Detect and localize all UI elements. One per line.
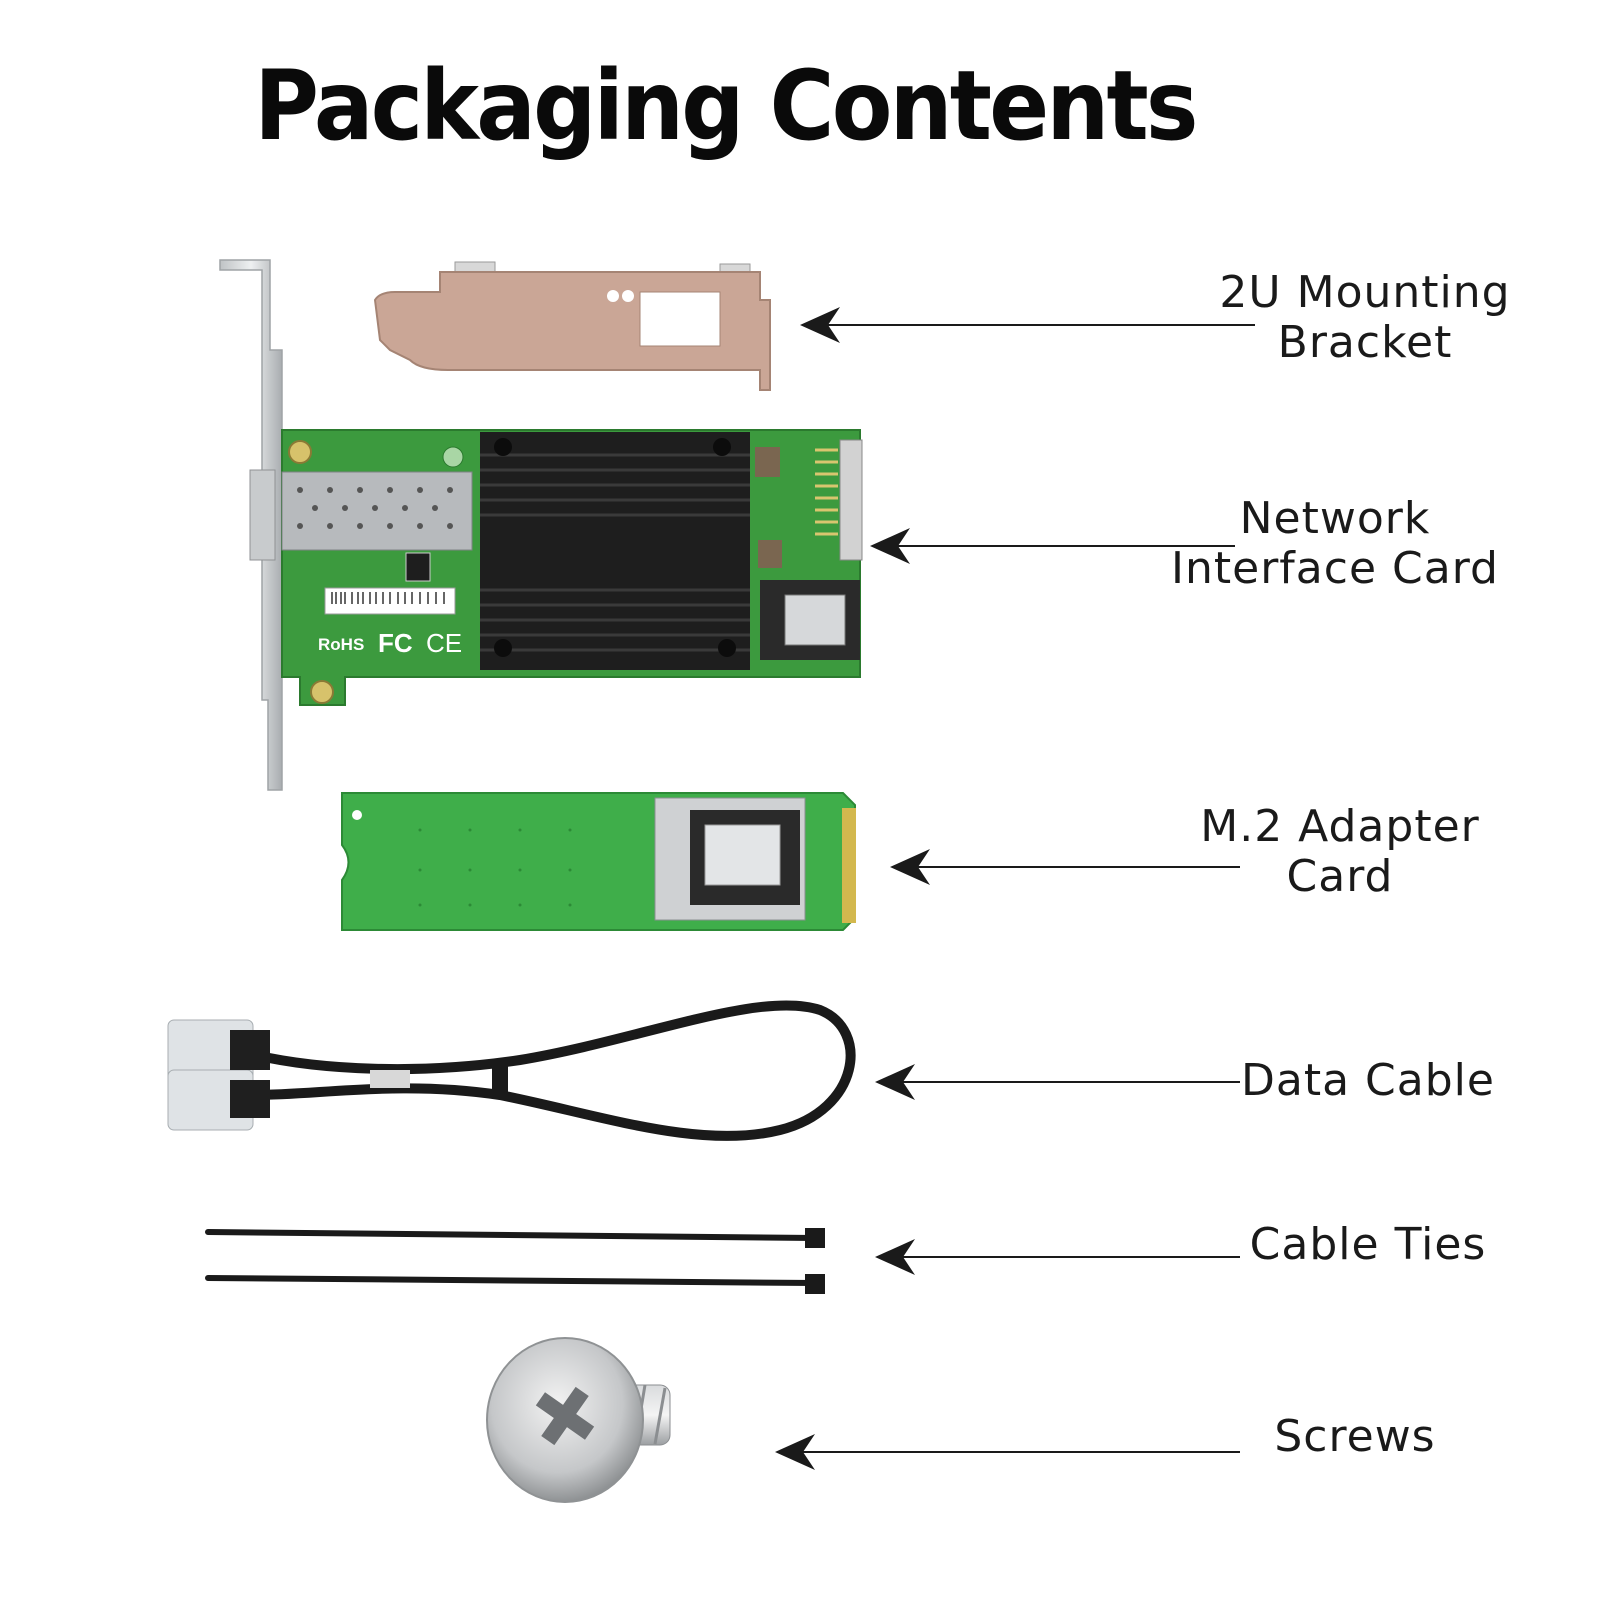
- arrow-screws: [775, 1434, 1240, 1470]
- fc-mark: FC: [378, 628, 413, 658]
- label-screws: Screws: [1274, 1411, 1436, 1462]
- label-cable-ties: Cable Ties: [1249, 1219, 1487, 1270]
- screw-icon: [486, 1337, 671, 1503]
- arrow-nic: [870, 528, 1235, 564]
- label-nic: Network Interface Card: [1171, 493, 1499, 594]
- arrow-data-cable: [875, 1064, 1240, 1100]
- mounting-bracket-icon: [373, 261, 771, 391]
- page-title: Packaging Contents: [254, 50, 1198, 162]
- m2-adapter-card-icon: [341, 792, 856, 931]
- network-interface-card-icon: RoHS FC CE: [249, 429, 863, 706]
- data-cable-icon: [167, 1000, 856, 1141]
- cable-ties-icon: [205, 1228, 825, 1294]
- label-bracket: 2U Mounting Bracket: [1219, 267, 1511, 368]
- arrow-m2-adapter: [890, 849, 1240, 885]
- label-data-cable: Data Cable: [1241, 1055, 1495, 1106]
- rohs-mark: RoHS: [318, 635, 364, 654]
- arrow-cable-ties: [875, 1239, 1240, 1275]
- label-m2-adapter: M.2 Adapter Card: [1200, 801, 1480, 902]
- full-height-bracket-icon: [219, 259, 283, 791]
- ce-mark: CE: [426, 628, 462, 658]
- arrow-bracket: [800, 307, 1255, 343]
